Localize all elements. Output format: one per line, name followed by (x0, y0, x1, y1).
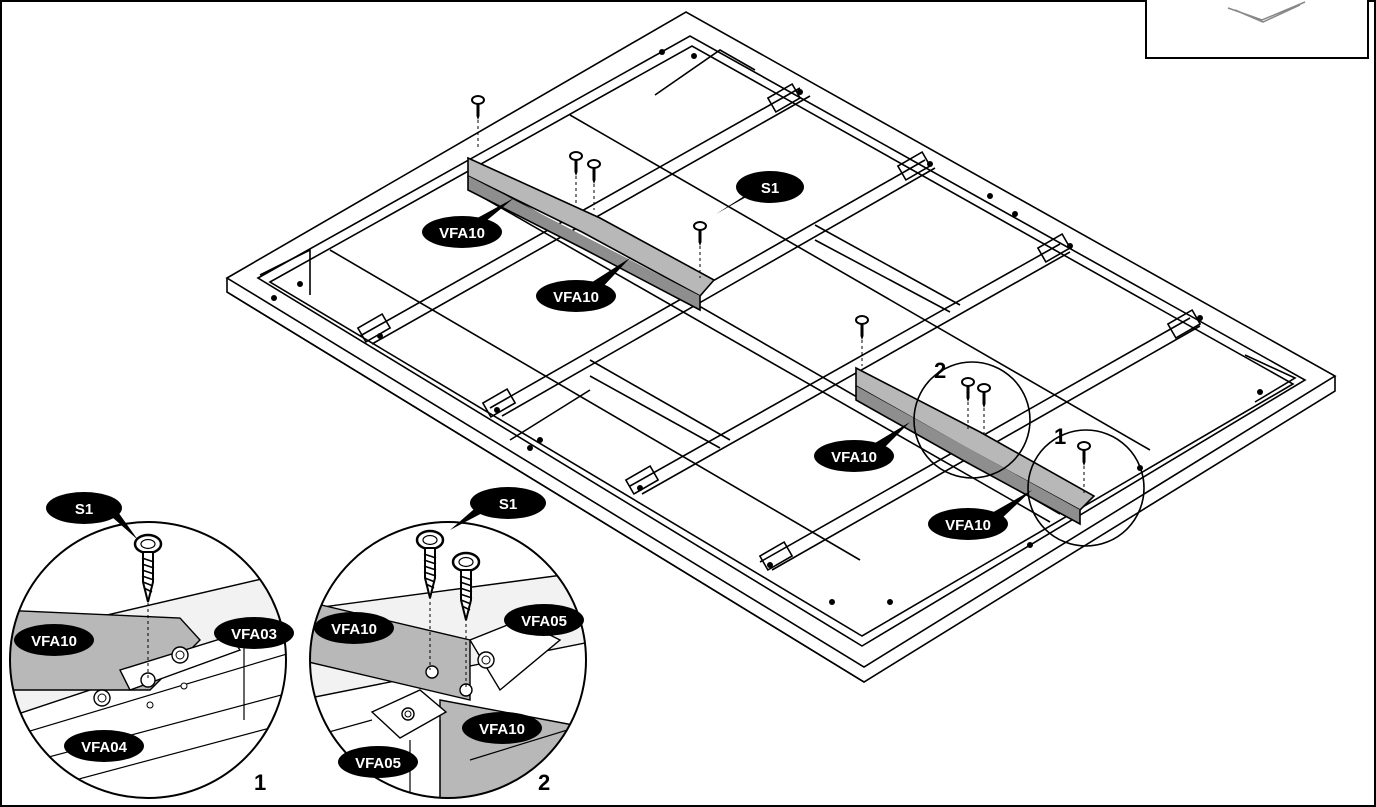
vfa10-bars (467, 156, 1096, 526)
label-vfa04-detail1 (64, 730, 144, 762)
svg-text:VFA10: VFA10 (553, 289, 599, 306)
detail-2: S1 VFA10 VFA05 VFA10 VFA05 2 (309, 487, 587, 799)
svg-text:VFA04: VFA04 (81, 739, 128, 756)
screws-main (471, 95, 1091, 496)
label-vfa10-b: VFA10 (536, 258, 630, 312)
svg-text:VFA03: VFA03 (231, 626, 277, 643)
svg-text:VFA10: VFA10 (945, 517, 991, 534)
label-vfa10-c: VFA10 (814, 422, 910, 472)
label-vfa05-detail2a (504, 604, 584, 636)
label-vfa10-d: VFA10 (928, 490, 1032, 540)
bolt-holes (271, 49, 1263, 605)
callout-circle-2 (913, 361, 1031, 479)
svg-text:VFA10: VFA10 (831, 449, 877, 466)
label-s1-detail2 (470, 487, 546, 519)
label-s1-detail1 (46, 492, 122, 524)
detail-1: S1 VFA10 VFA03 VFA04 1 (9, 492, 294, 799)
svg-text:S1: S1 (499, 496, 517, 513)
svg-text:VFA10: VFA10 (331, 621, 377, 638)
label-vfa05-detail2b (338, 746, 418, 778)
callout-circle-1 (1027, 429, 1145, 547)
callout-number-2: 2 (934, 358, 946, 383)
detail-1-number: 1 (254, 770, 266, 795)
svg-text:S1: S1 (75, 501, 93, 518)
svg-text:VFA10: VFA10 (31, 633, 77, 650)
svg-text:VFA05: VFA05 (521, 613, 567, 630)
detail-2-number: 2 (538, 770, 550, 795)
overview-inset (1145, 0, 1369, 59)
callout-number-1: 1 (1054, 424, 1066, 449)
label-vfa10-detail2b (462, 712, 542, 744)
svg-text:VFA05: VFA05 (355, 755, 401, 772)
label-vfa03-detail1 (214, 617, 294, 649)
label-s1-main: S1 (716, 171, 804, 214)
svg-text:S1: S1 (761, 180, 779, 197)
svg-text:VFA10: VFA10 (479, 721, 525, 738)
label-vfa10-detail1 (14, 624, 94, 656)
label-vfa10-a: VFA10 (422, 198, 514, 248)
svg-text:VFA10: VFA10 (439, 225, 485, 242)
label-vfa10-detail2a (314, 612, 394, 644)
